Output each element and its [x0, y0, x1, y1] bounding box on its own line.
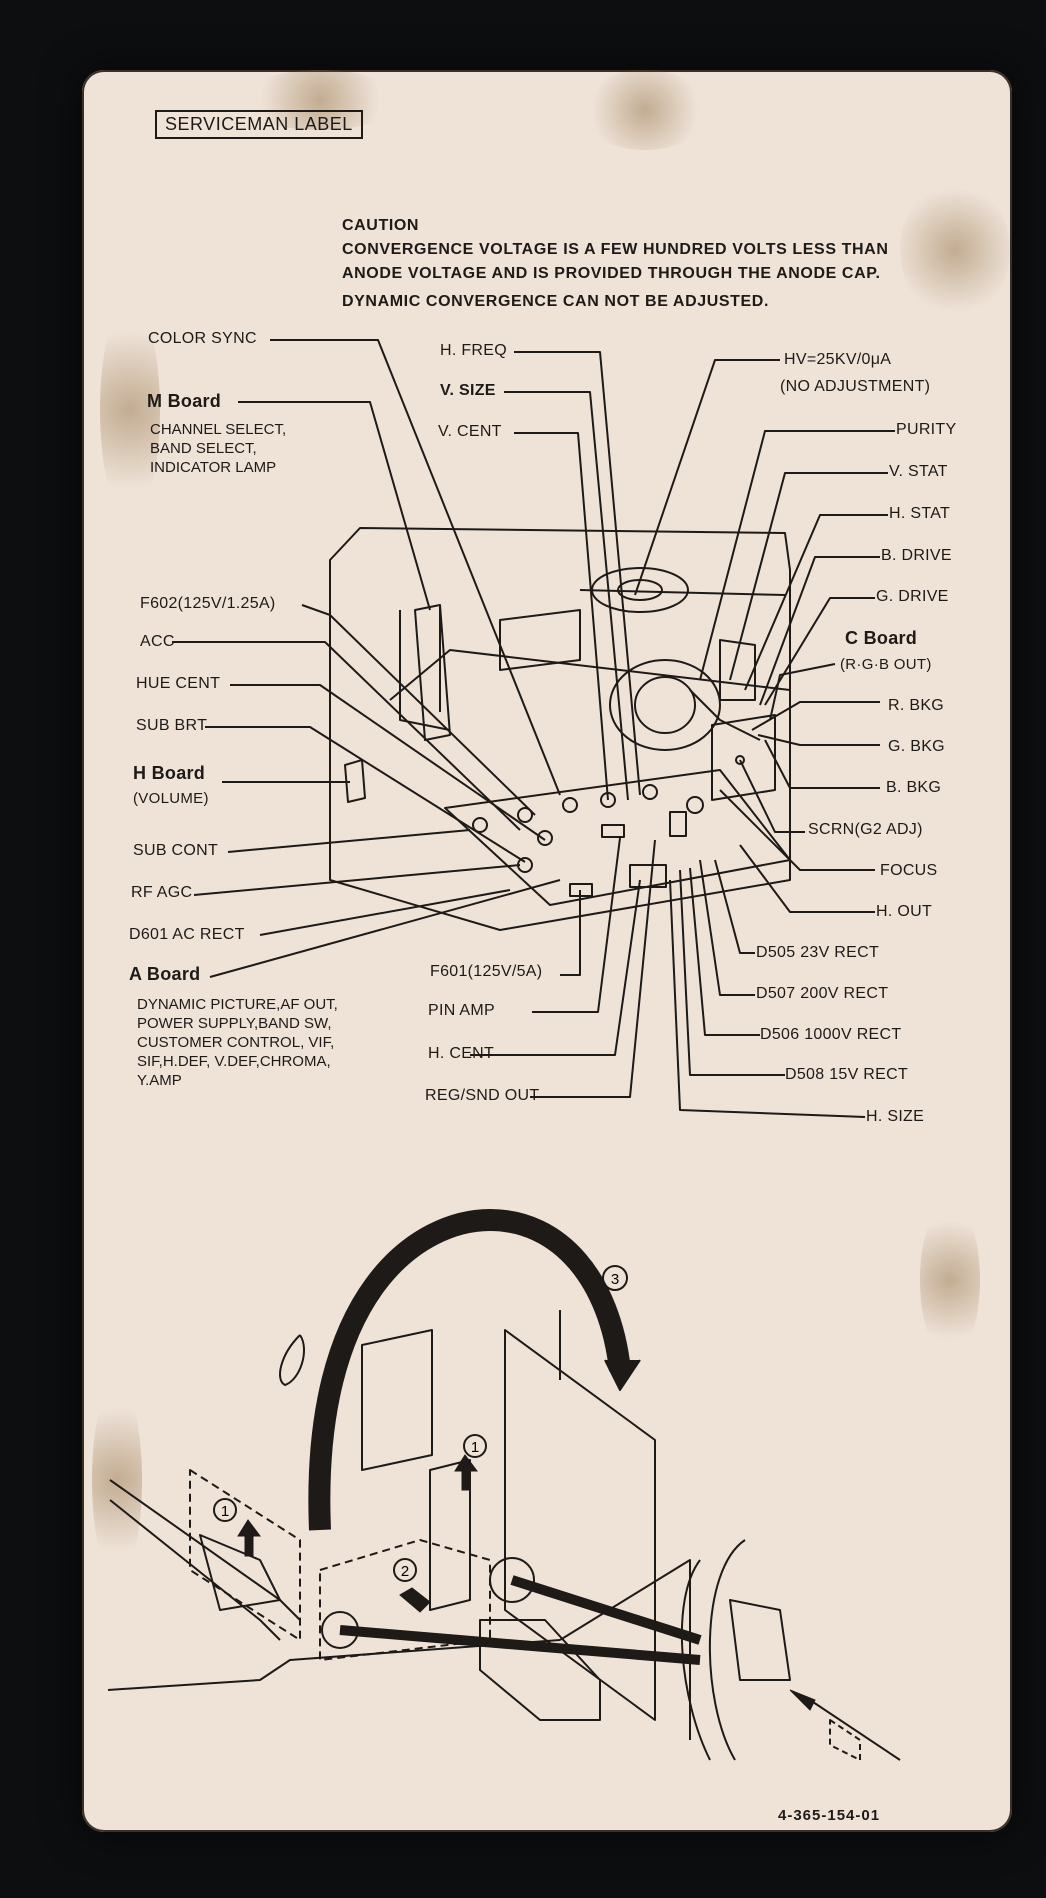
- label-r-bkg: R. BKG: [888, 697, 945, 714]
- m-board-desc-line: INDICATOR LAMP: [150, 459, 277, 476]
- label-v-size: V. SIZE: [440, 382, 496, 399]
- a-board-description: DYNAMIC PICTURE,AF OUT, POWER SUPPLY,BAN…: [137, 995, 338, 1090]
- label-g-bkg: G. BKG: [888, 738, 945, 755]
- m-board-description: CHANNEL SELECT, BAND SELECT, INDICATOR L…: [150, 420, 286, 477]
- stain: [240, 70, 400, 130]
- stain: [900, 180, 1010, 320]
- label-a-board: A Board: [129, 964, 201, 984]
- label-c-board: C Board: [845, 628, 918, 648]
- label-v-stat: V. STAT: [889, 463, 948, 480]
- stain: [580, 70, 710, 150]
- label-h-board: H Board: [133, 763, 206, 783]
- caution-line: ANODE VOLTAGE AND IS PROVIDED THROUGH TH…: [342, 265, 881, 282]
- step-2-marker: 2: [401, 1563, 409, 1580]
- a-board-desc-line: POWER SUPPLY,BAND SW,: [137, 1015, 332, 1032]
- part-number: 4-365-154-01: [778, 1807, 881, 1824]
- step-1-marker: 1: [471, 1439, 479, 1456]
- step-1-marker: 1: [221, 1503, 229, 1520]
- caution-line: CONVERGENCE VOLTAGE IS A FEW HUNDRED VOL…: [342, 241, 889, 258]
- label-b-bkg: B. BKG: [886, 779, 942, 796]
- label-focus: FOCUS: [880, 862, 938, 879]
- stain: [92, 1380, 142, 1580]
- label-d508: D508 15V RECT: [785, 1066, 909, 1083]
- m-board-desc-line: BAND SELECT,: [150, 440, 257, 457]
- hv-note: (NO ADJUSTMENT): [780, 378, 931, 395]
- label-v-cent: V. CENT: [438, 423, 502, 440]
- label-f602: F602(125V/1.25A): [140, 595, 276, 612]
- caution-title: CAUTION: [342, 217, 420, 234]
- a-board-desc-line: Y.AMP: [137, 1072, 182, 1089]
- stain: [920, 1200, 980, 1360]
- a-board-desc-line: SIF,H.DEF, V.DEF,CHROMA,: [137, 1053, 331, 1070]
- label-h-cent: H. CENT: [428, 1045, 495, 1062]
- caution-block: CAUTION CONVERGENCE VOLTAGE IS A FEW HUN…: [342, 214, 888, 314]
- a-board-desc-line: DYNAMIC PICTURE,AF OUT,: [137, 996, 338, 1013]
- label-d601: D601 AC RECT: [129, 926, 245, 943]
- label-h-size: H. SIZE: [866, 1108, 925, 1125]
- label-sub-cont: SUB CONT: [133, 842, 219, 859]
- label-pin-amp: PIN AMP: [428, 1002, 496, 1019]
- label-rf-agc: RF AGC: [131, 884, 193, 901]
- m-board-desc-line: CHANNEL SELECT,: [150, 421, 287, 438]
- label-hue-cent: HUE CENT: [136, 675, 221, 692]
- label-scrn: SCRN(G2 ADJ): [808, 821, 923, 838]
- h-board-description: (VOLUME): [133, 790, 209, 807]
- a-board-desc-line: CUSTOMER CONTROL, VIF,: [137, 1034, 335, 1051]
- stain: [100, 300, 160, 520]
- label-reg-snd-out: REG/SND OUT: [425, 1087, 540, 1104]
- serviceman-label-title: SERVICEMAN LABEL: [155, 110, 363, 139]
- label-m-board: M Board: [147, 391, 222, 411]
- label-sub-brt: SUB BRT: [136, 717, 208, 734]
- label-h-stat: H. STAT: [889, 505, 951, 522]
- label-purity: PURITY: [896, 421, 957, 438]
- label-g-drive: G. DRIVE: [876, 588, 949, 605]
- label-d506: D506 1000V RECT: [760, 1026, 902, 1043]
- label-acc: ACC: [140, 633, 175, 650]
- label-color-sync: COLOR SYNC: [148, 330, 257, 347]
- label-hv: HV=25KV/0μA: [784, 351, 892, 368]
- c-board-description: (R·G·B OUT): [840, 656, 932, 673]
- serviceman-label-card: [82, 70, 1012, 1832]
- label-f601: F601(125V/5A): [430, 963, 543, 980]
- label-h-freq: H. FREQ: [440, 342, 507, 359]
- caution-line: DYNAMIC CONVERGENCE CAN NOT BE ADJUSTED.: [342, 293, 769, 310]
- label-b-drive: B. DRIVE: [881, 547, 952, 564]
- label-d505: D505 23V RECT: [756, 944, 880, 961]
- step-3-marker: 3: [611, 1271, 619, 1288]
- label-h-out: H. OUT: [876, 903, 933, 920]
- label-d507: D507 200V RECT: [756, 985, 889, 1002]
